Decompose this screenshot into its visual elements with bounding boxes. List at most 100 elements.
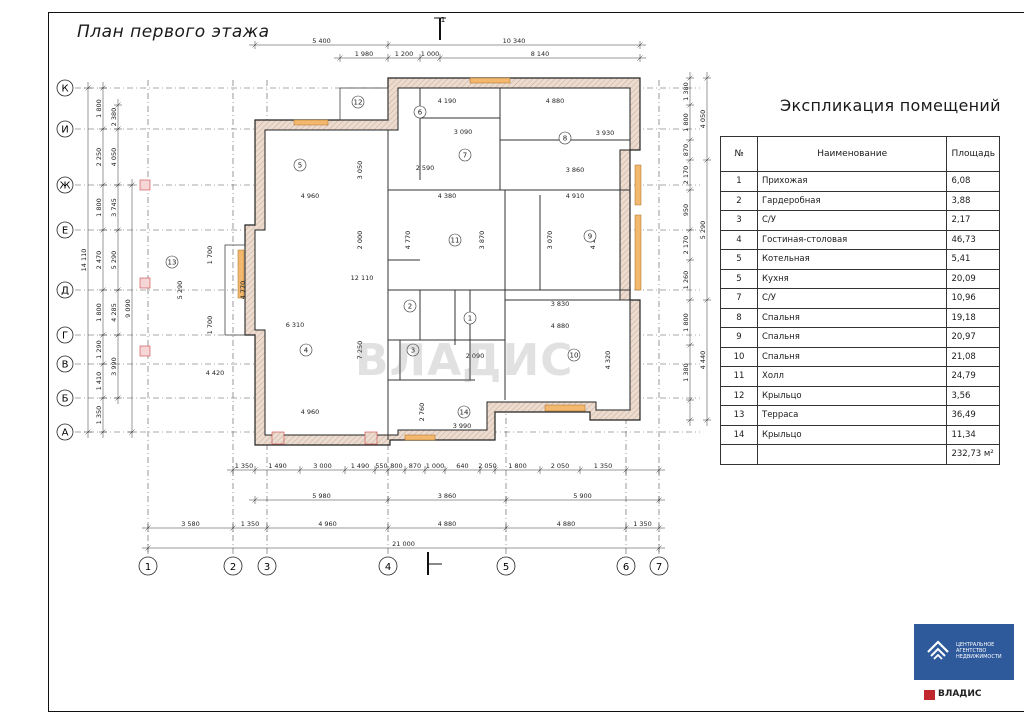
room-number: 11 [451, 237, 460, 245]
room-circle [351, 95, 365, 109]
dim-right-1-text: 1 800 [682, 313, 690, 332]
dim-bottom-1-text: 1 490 [351, 462, 370, 470]
dim-bottom-2-text: 5 980 [312, 492, 331, 500]
dim-left-1-text: 1 410 [95, 372, 103, 391]
room-label-13: 13 [165, 255, 179, 269]
axis-label: 7 [656, 562, 662, 573]
dim-slash [100, 85, 106, 91]
row-name: Спальня [756, 346, 948, 367]
dim-top-1-text: 10 340 [503, 37, 526, 45]
dim-slash [442, 467, 448, 473]
dim-slash [115, 182, 121, 188]
room-number: 9 [588, 233, 592, 241]
axis-label: 3 [264, 562, 270, 573]
house-logo-icon [927, 640, 949, 660]
axis-circle [378, 556, 398, 576]
dim-inner-text: 3 050 [356, 161, 364, 180]
axis-circle [56, 326, 74, 344]
dim-slash [129, 429, 135, 435]
dim-slash [385, 525, 391, 531]
row-area: 3,56 [946, 385, 1000, 406]
dim-inner-text: 4 770 [404, 231, 412, 250]
room-circle [413, 105, 427, 119]
table-total-row: 232,73 м² [720, 444, 1000, 465]
dim-slash [477, 467, 483, 473]
room-number: 4 [304, 347, 309, 355]
dim-slash [656, 545, 662, 551]
row-num: 4 [720, 229, 758, 250]
dim-slash [115, 332, 121, 338]
row-name: Прихожая [756, 171, 948, 192]
dim-left-1-text: 1 290 [95, 340, 103, 359]
room-number: 6 [418, 109, 423, 117]
window [293, 119, 329, 126]
dim-inner-text: 4 880 [546, 97, 565, 105]
drawing-sheet-frame [48, 12, 1024, 712]
dim-left-2-text: 3 745 [110, 198, 118, 217]
row-area: 20,09 [946, 268, 1000, 289]
axis-label: А [62, 428, 69, 439]
dim-slash [100, 227, 106, 233]
dim-slash [264, 525, 270, 531]
dim-inner-text: 2 000 [356, 231, 364, 250]
dim-slash [129, 182, 135, 188]
dim-left-1-text: 1 350 [95, 406, 103, 425]
dim-slash [297, 467, 303, 473]
dim-top-1-text: 5 400 [312, 37, 331, 45]
axis-circle [223, 556, 243, 576]
room-label-2: 2 [403, 299, 417, 313]
dim-slash [503, 525, 509, 531]
dim-inner-text: 3 830 [551, 300, 570, 308]
room-label-8: 8 [558, 131, 572, 145]
row-area: 10,96 [946, 288, 1000, 309]
row-num: 7 [720, 288, 758, 309]
axis-circle [56, 389, 74, 407]
axis-bubble-letter: И [56, 120, 74, 138]
axis-circle [616, 556, 636, 576]
dim-slash [252, 42, 258, 48]
row-num: 9 [720, 327, 758, 348]
dim-bottom-1-text: 1 350 [235, 462, 254, 470]
row-area: 2,17 [946, 210, 1000, 231]
dim-inner-text: 4 380 [438, 192, 457, 200]
dim-slash [100, 287, 106, 293]
row-name: Гардеробная [756, 190, 948, 211]
brand-house-icon [924, 690, 935, 700]
dim-inner-text: 4 770 [239, 281, 247, 300]
dim-bottom-1-text: 1 350 [594, 462, 613, 470]
dim-slash [687, 187, 693, 193]
column [271, 431, 285, 445]
dim-slash [422, 467, 428, 473]
dim-slash [704, 417, 710, 423]
dim-bottom-1-text: 3 000 [313, 462, 332, 470]
section-label: 1 [441, 16, 445, 24]
axis-circle [56, 176, 74, 194]
logo-line-3: НЕДВИЖИМОСТИ [956, 654, 1002, 661]
dim-inner-text: 3 860 [566, 166, 585, 174]
dim-bottom-1-text: 2 050 [478, 462, 497, 470]
dim-inner-text: 5 290 [176, 281, 184, 300]
room-label-14: 14 [457, 405, 471, 419]
dim-slash [687, 342, 693, 348]
dim-bottom-1-text: 640 [456, 462, 468, 470]
room-number: 5 [298, 162, 302, 170]
dim-inner-text: 2 760 [418, 403, 426, 422]
dim-inner-text: 2 590 [416, 164, 435, 172]
logo-text: ЦЕНТРАЛЬНОЕ АГЕНТСТВО НЕДВИЖИМОСТИ [956, 642, 1012, 661]
room-circle [403, 299, 417, 313]
dim-top-2-text: 1 000 [421, 50, 440, 58]
dim-slash [85, 85, 91, 91]
room-label-7: 7 [458, 148, 472, 162]
window [404, 434, 436, 441]
axis-label: 4 [385, 562, 391, 573]
dim-slash [704, 75, 710, 81]
row-area: 20,97 [946, 327, 1000, 348]
room-label-6: 6 [413, 105, 427, 119]
